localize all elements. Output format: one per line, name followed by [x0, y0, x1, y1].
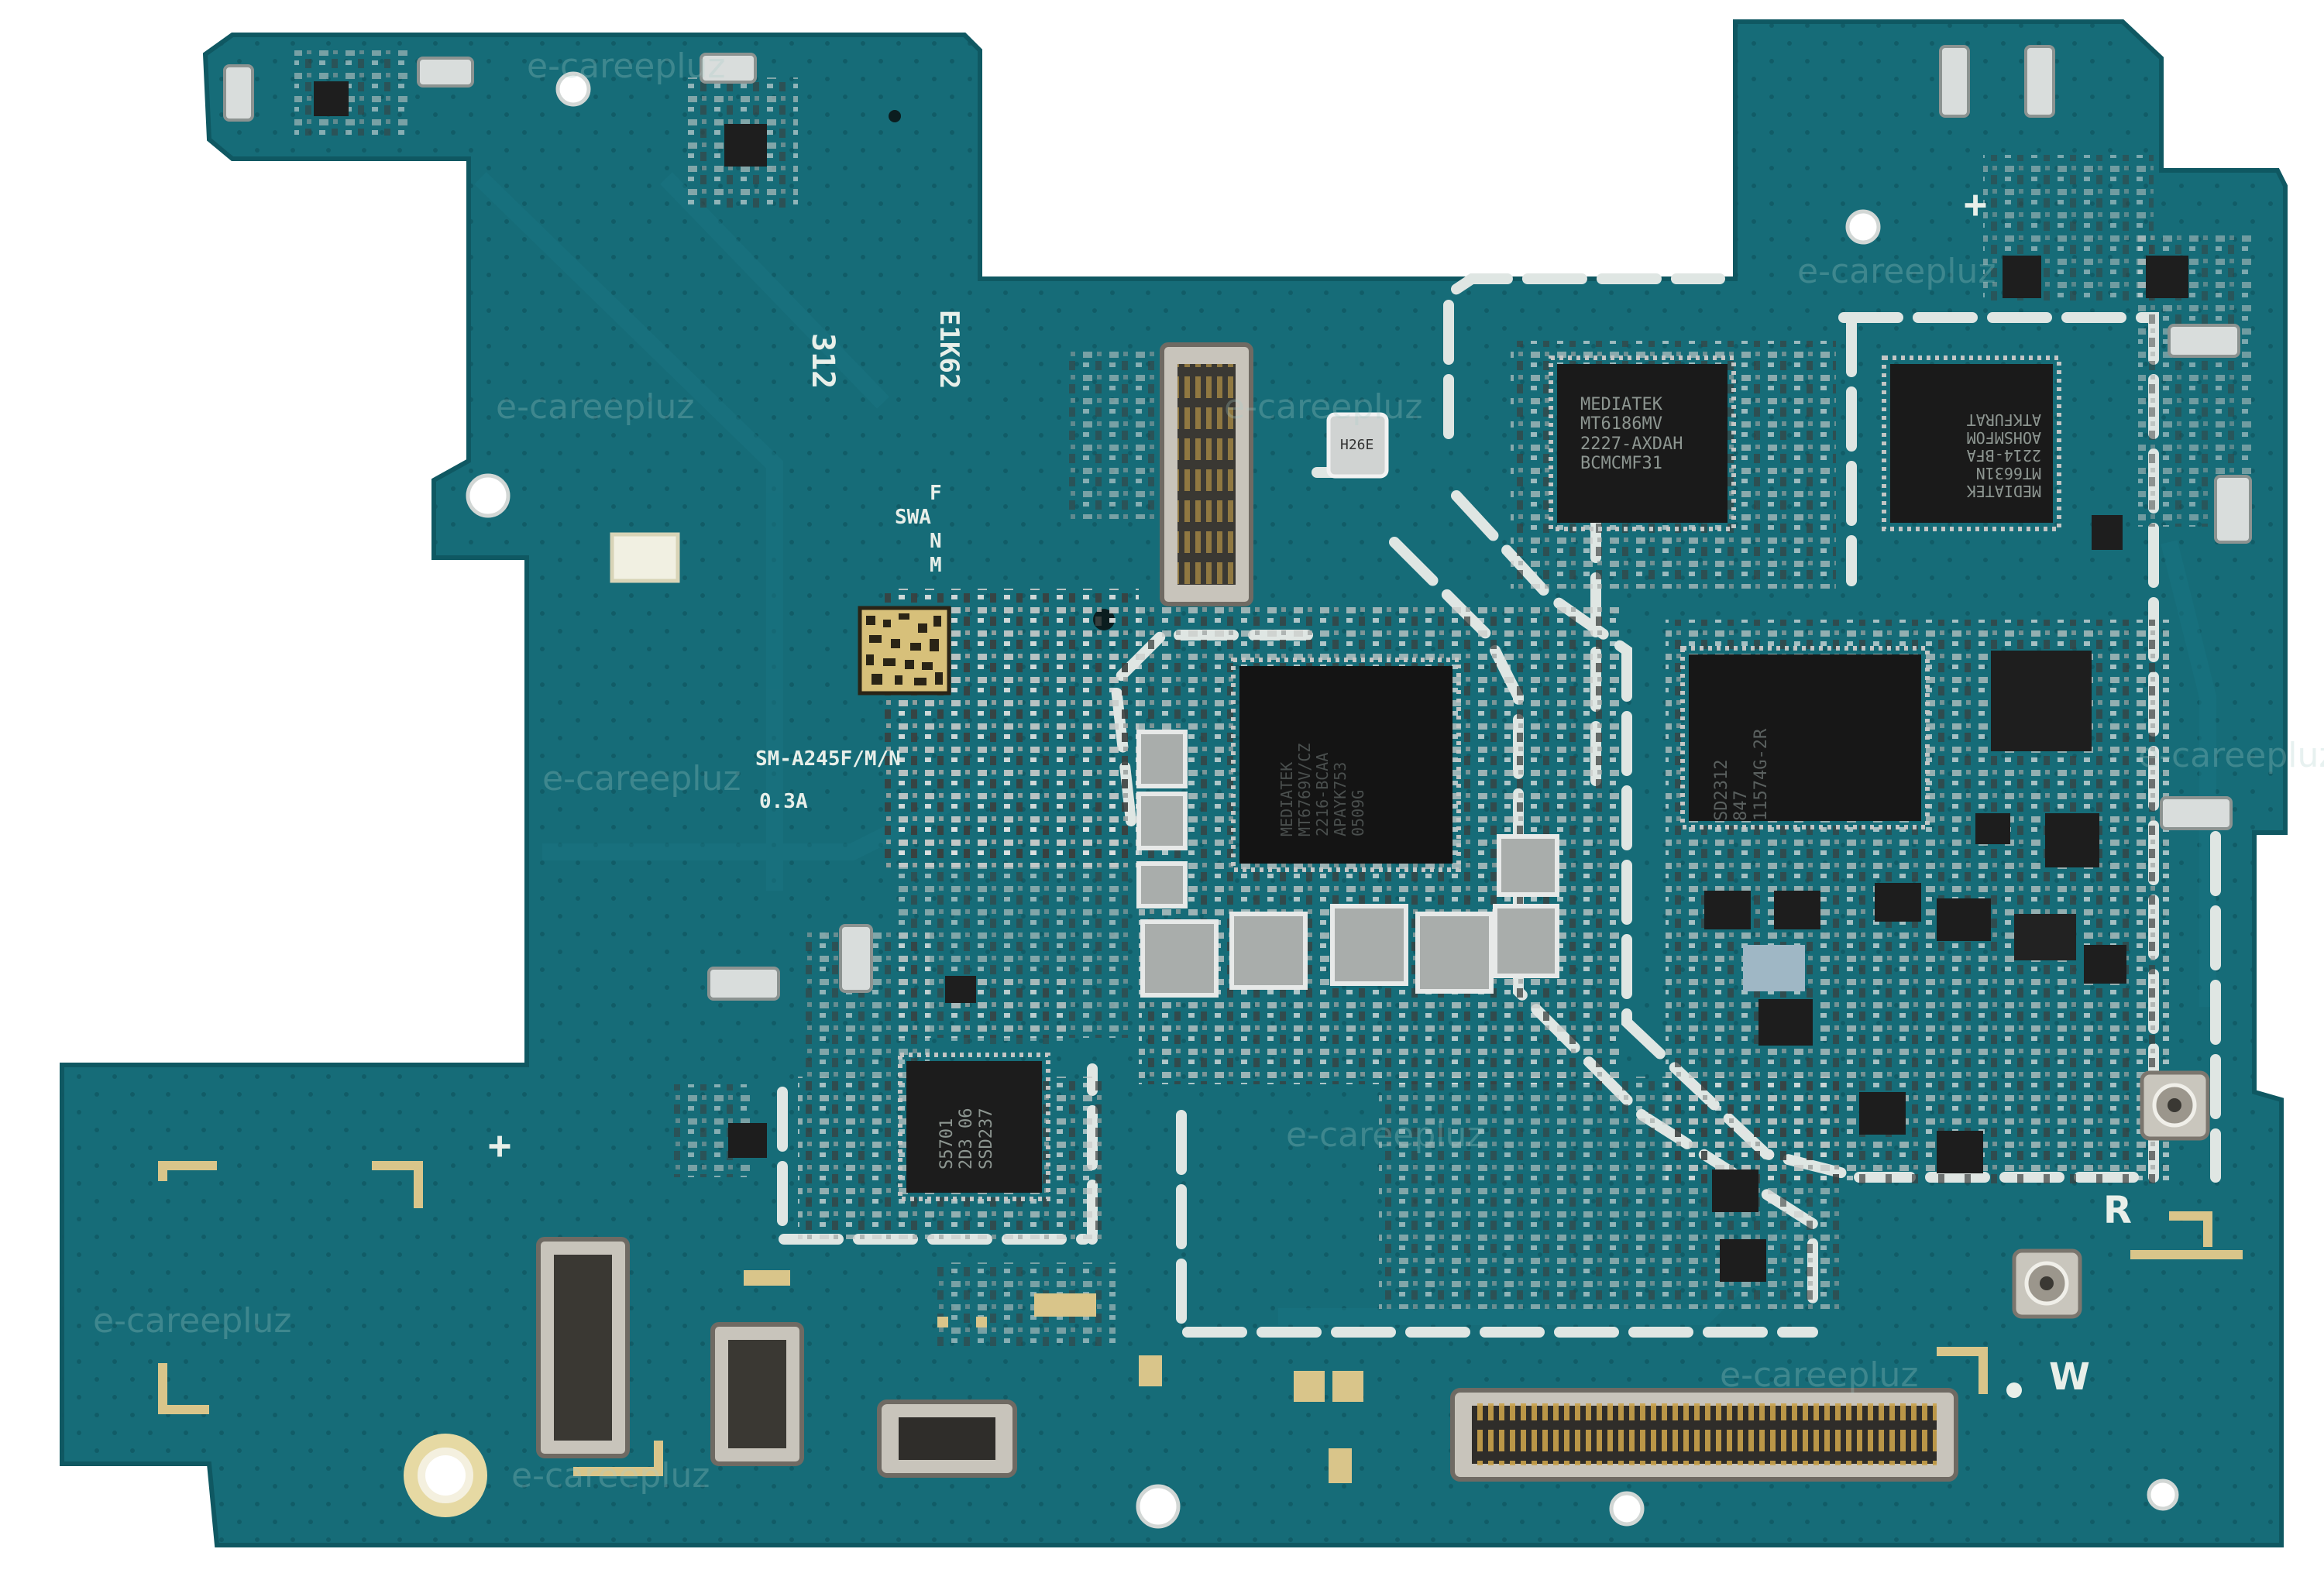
connector-bottom-left	[710, 1322, 804, 1466]
watermark: e-careepluz	[1797, 252, 1996, 291]
connector-small	[877, 1400, 1017, 1478]
variant-m-label: M	[930, 554, 942, 577]
board-code-312: 312	[805, 333, 841, 390]
fiducials	[158, 1161, 2243, 1476]
variant-n-label: N	[930, 530, 942, 553]
pa-chip	[906, 1061, 1042, 1193]
plus-mark-right: +	[1964, 182, 1988, 227]
soc-chip	[1239, 666, 1452, 864]
connector-main	[1450, 1388, 1958, 1482]
coax-connectors	[2012, 1070, 2210, 1319]
pmic-marking: MEDIATEK MT6186MV 2227-AXDAH BCMCMF31	[1580, 395, 1683, 473]
watermark: e-careepluz	[511, 1456, 710, 1496]
watermark: e-careepluz	[1720, 1355, 1919, 1395]
watermark: e-careepluz	[1224, 387, 1423, 427]
plus-mark-left: +	[488, 1123, 512, 1168]
antenna-mark-w: W	[2049, 1355, 2090, 1399]
antenna-mark-r: R	[2103, 1189, 2132, 1232]
connector-left	[536, 1237, 630, 1458]
pmic-chip	[1557, 364, 1728, 523]
soc-marking: MEDIATEK MT6769V/CZ 2216-BCAA APAYK753 0…	[1277, 743, 1367, 836]
watermark: e-careepluz	[527, 46, 726, 86]
datamatrix-code	[858, 606, 951, 695]
watermark: e-careepluz	[496, 387, 695, 427]
sensor-marking: H26E	[1340, 437, 1374, 453]
model-number: SM-A245F/M/N	[755, 747, 901, 771]
inductors	[1136, 730, 1559, 998]
wifi-chip	[1890, 364, 2053, 523]
watermark: e-careepluz	[2138, 736, 2324, 775]
watermark: e-careepluz	[1286, 1115, 1485, 1155]
memory-marking: SD2312 847 11574G-2R	[1712, 728, 1771, 821]
memory-chip	[1689, 654, 1921, 821]
watermark: e-careepluz	[93, 1301, 292, 1341]
blue-ic	[1743, 945, 1805, 991]
connectors	[536, 342, 1958, 1482]
pa-marking: S5701 2D3 06 SSD237	[937, 1108, 996, 1169]
watermark: e-careepluz	[542, 759, 741, 799]
antenna-clips	[223, 45, 2252, 1001]
mounting-holes	[466, 71, 2179, 1529]
sensor	[1326, 412, 1389, 479]
variant-f-label: F	[930, 482, 942, 505]
board-code-e1k62: E1K62	[933, 310, 964, 390]
board-revision: 0.3A	[759, 790, 808, 813]
wifi-marking: MEDIATEK MT6631N 2214-BFA AOHSMFOM ATKFU…	[1966, 410, 2041, 500]
variant-swa-label: SWA	[895, 506, 931, 529]
flash-led	[610, 532, 680, 583]
chips	[314, 81, 2188, 1282]
connector-top	[1160, 342, 1253, 606]
